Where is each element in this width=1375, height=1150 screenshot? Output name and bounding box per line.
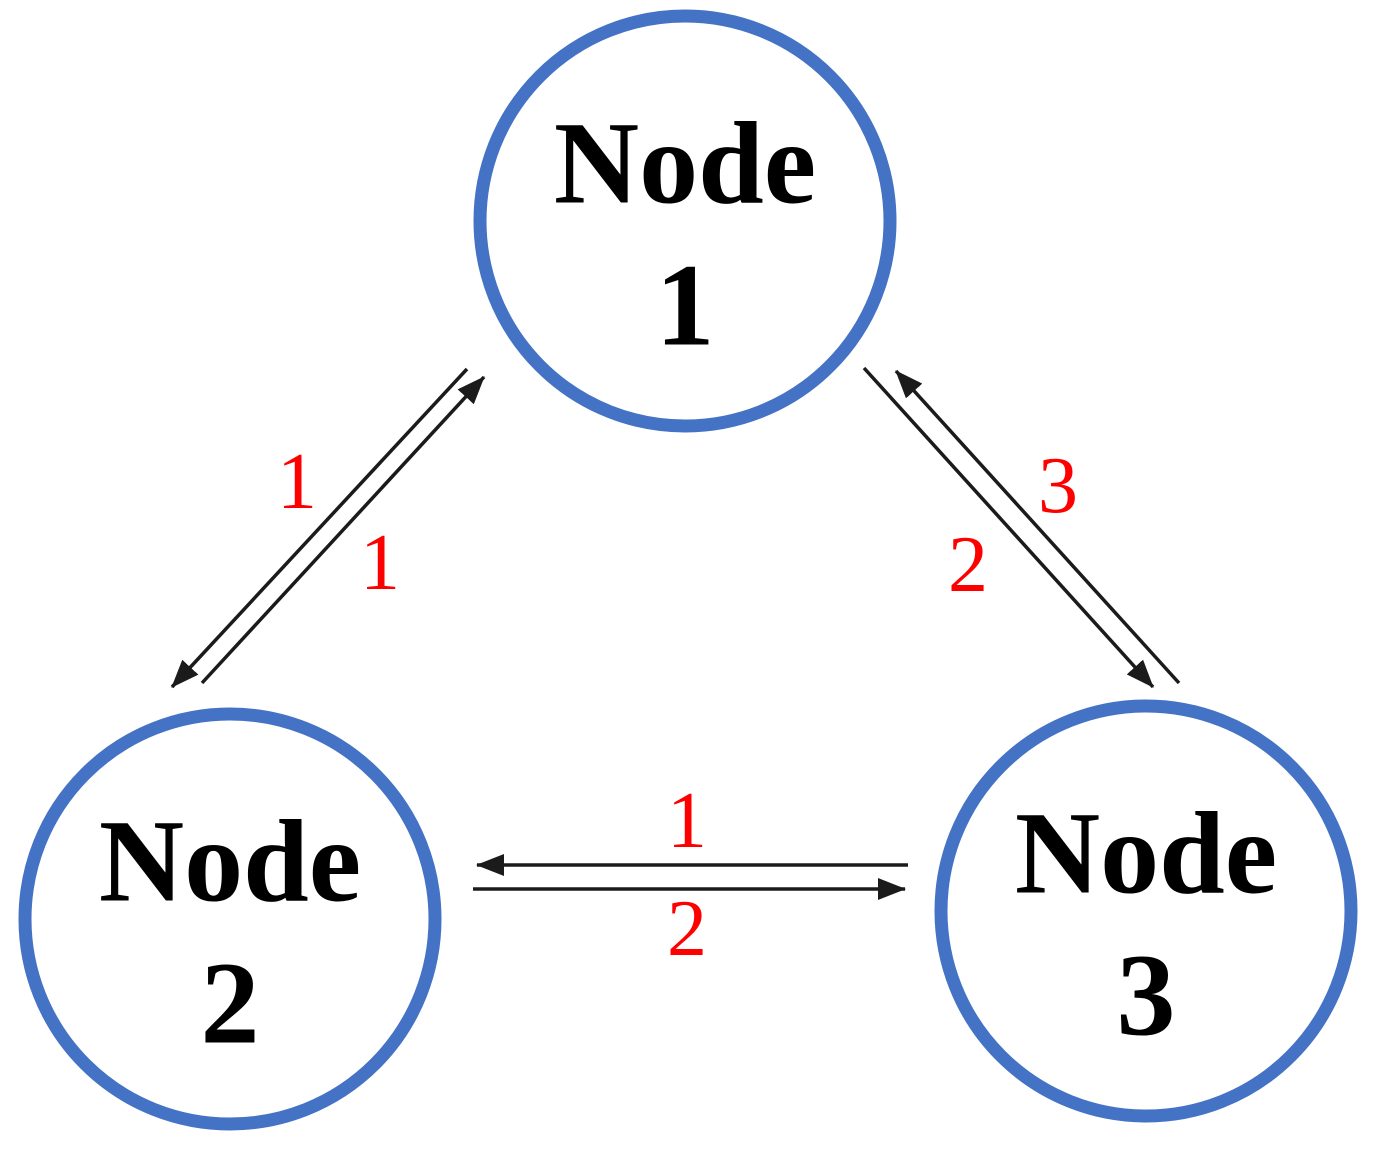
node-1-label-number: 1 bbox=[656, 240, 715, 371]
node-1-label-word: Node bbox=[554, 98, 816, 229]
edge-3-to-1-weight-label: 3 bbox=[1038, 442, 1078, 530]
edge-1-to-3-weight-label: 2 bbox=[948, 521, 988, 609]
edge-1-to-2-weight-label: 1 bbox=[277, 438, 317, 526]
edge-2-to-1-weight-label: 1 bbox=[360, 519, 400, 607]
node-3-label-word: Node bbox=[1015, 788, 1277, 919]
edge-1-to-2-arrow bbox=[170, 367, 469, 689]
edge-3-to-2-weight-label: 1 bbox=[667, 777, 707, 865]
node-3-circle bbox=[934, 699, 1358, 1123]
node-2-label-number: 2 bbox=[201, 938, 260, 1069]
edge-2-to-3-weight-label: 2 bbox=[667, 885, 707, 973]
edge-2-to-1-arrow bbox=[200, 375, 486, 685]
node-3-label-number: 3 bbox=[1117, 930, 1176, 1061]
node-2-circle bbox=[18, 707, 442, 1131]
node-2-label-word: Node bbox=[99, 796, 361, 927]
edge-1-to-3-arrow bbox=[862, 366, 1155, 689]
edge-3-to-1-arrow bbox=[894, 369, 1181, 685]
node-1-circle bbox=[473, 9, 897, 433]
